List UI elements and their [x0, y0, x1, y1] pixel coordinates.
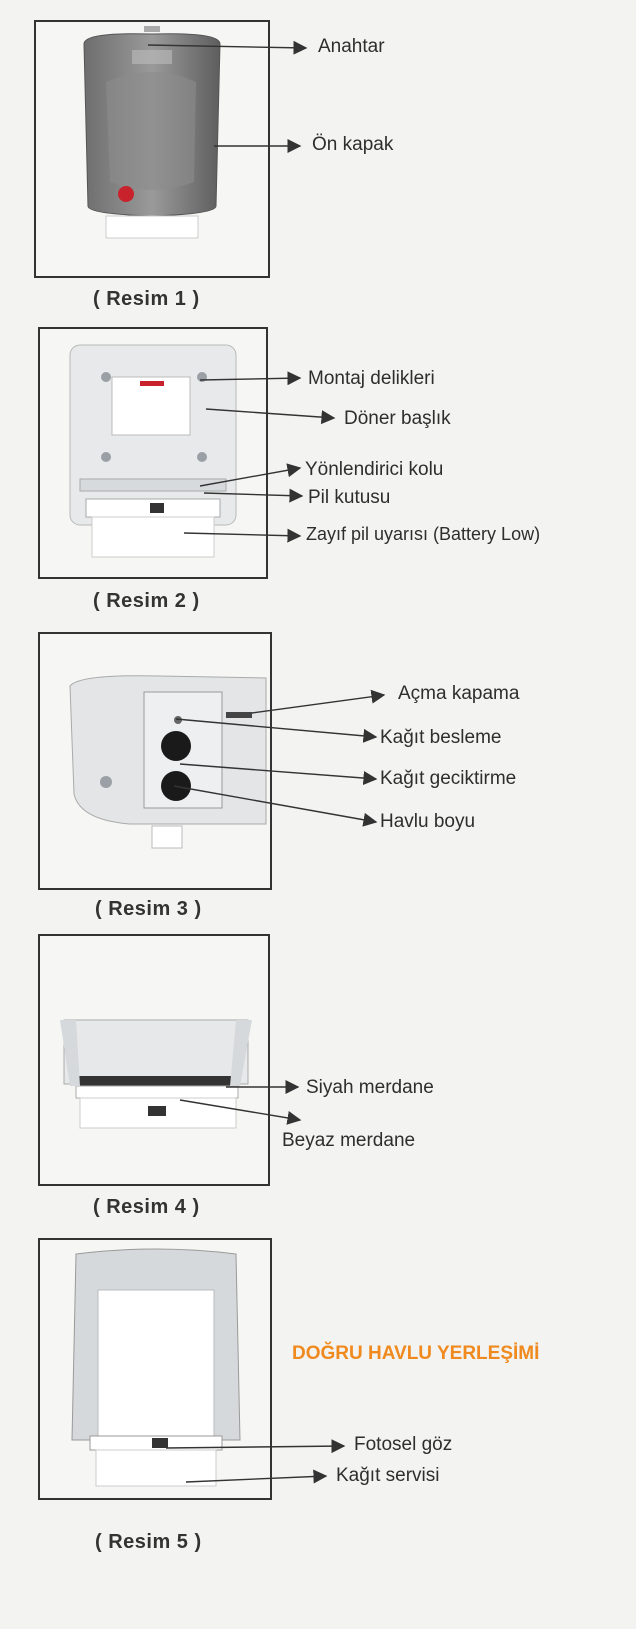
label-doner-baslik: Döner başlık [344, 408, 451, 429]
figure-1-frame [34, 20, 270, 278]
figure-1-caption: ( Resim 1 ) [93, 288, 200, 310]
figure-3-frame [38, 632, 272, 890]
label-pil-kutusu: Pil kutusu [308, 487, 391, 508]
label-kagit-geciktirme: Kağıt geciktirme [380, 768, 517, 789]
label-kagit-servisi: Kağıt servisi [336, 1465, 440, 1486]
control-panel-photo [40, 634, 270, 888]
label-havlu-boyu: Havlu boyu [380, 811, 476, 832]
figure-4-caption: ( Resim 4 ) [93, 1196, 200, 1218]
rollers-photo [40, 936, 268, 1184]
label-acma-kapama: Açma kapama [398, 683, 520, 704]
label-beyaz-merdane: Beyaz merdane [282, 1130, 416, 1151]
dispenser-front-cover-photo [36, 22, 268, 276]
figure-2-caption: ( Resim 2 ) [93, 590, 200, 612]
towel-placement-photo [40, 1240, 270, 1498]
label-kagit-besleme: Kağıt besleme [380, 727, 502, 748]
dispenser-interior-photo [40, 329, 266, 577]
label-zayif-pil-uyarisi: Zayıf pil uyarısı (Battery Low) [306, 524, 541, 544]
figure-3-caption: ( Resim 3 ) [95, 898, 202, 920]
label-siyah-merdane: Siyah merdane [306, 1077, 434, 1098]
label-anahtar: Anahtar [318, 36, 385, 57]
figure-5-caption: ( Resim 5 ) [95, 1531, 202, 1553]
label-on-kapak: Ön kapak [312, 134, 394, 155]
figure-5-frame [38, 1238, 272, 1500]
label-yonlendirici-kolu: Yönlendirici kolu [305, 459, 444, 480]
label-montaj-delikleri: Montaj delikleri [308, 368, 435, 389]
label-fotosel-goz: Fotosel göz [354, 1434, 453, 1455]
figure-4-frame [38, 934, 270, 1186]
correct-towel-placement-heading: DOĞRU HAVLU YERLEŞİMİ [292, 1343, 540, 1364]
figure-2-frame [38, 327, 268, 579]
